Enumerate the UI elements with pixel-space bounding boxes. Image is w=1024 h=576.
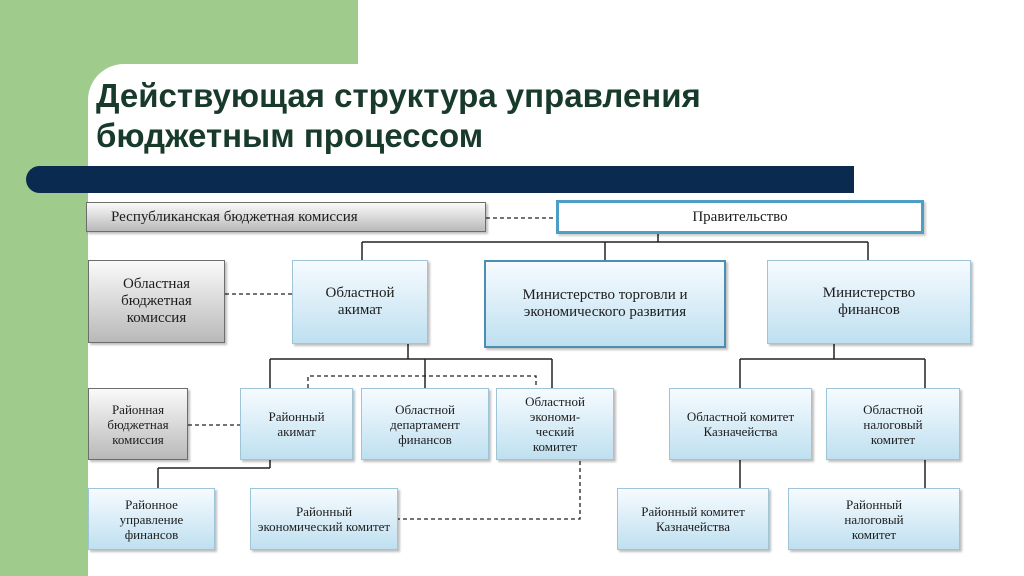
republic-budget-commission: Республиканская бюджетная комиссия	[86, 202, 486, 232]
district-finance-label: Районное управление финансов	[119, 496, 184, 542]
republic-commission-label: Республиканская бюджетная комиссия	[111, 209, 358, 225]
district-akimat: Районный акимат	[240, 388, 353, 460]
regional-tax-label: Областной налоговый комитет	[863, 401, 923, 447]
regional-finance-dept-label: Областной департамент финансов	[390, 401, 460, 447]
ministry-trade-label: Министерство торговли и экономического р…	[522, 287, 688, 320]
regional-commission-label: Областная бюджетная комиссия	[121, 276, 192, 326]
regional-finance-department: Областной департамент финансов	[361, 388, 489, 460]
regional-budget-commission: Областная бюджетная комиссия	[88, 260, 225, 343]
regional-treasury-label: Областной комитет Казначейства	[686, 409, 795, 439]
district-treasury-label: Районный комитет Казначейства	[641, 504, 745, 534]
government-inner: Правительство	[559, 203, 921, 231]
dash-econ-to-district	[398, 461, 581, 520]
district-economic-label: Районный экономический комитет	[257, 504, 391, 534]
ministry-finance-label: Министерство финансов	[822, 285, 916, 318]
regional-akimat: Областной акимат	[292, 260, 428, 344]
district-finance-department: Районное управление финансов	[88, 488, 215, 550]
district-commission-label: Районная бюджетная комиссия	[107, 401, 169, 447]
district-akimat-label: Районный акимат	[268, 409, 325, 439]
district-budget-commission: Районная бюджетная комиссия	[88, 388, 188, 460]
ministry-finance: Министерство финансов	[767, 260, 971, 344]
district-tax-label: Районный налоговый комитет	[844, 496, 904, 542]
district-tax-committee: Районный налоговый комитет	[788, 488, 960, 550]
title-line-2: бюджетным процессом	[96, 117, 484, 154]
dash-akimat-loop	[307, 375, 537, 388]
government-label: Правительство	[692, 208, 788, 225]
regional-economic-committee: Областной экономи-ческий комитет	[496, 388, 614, 460]
title-underline-bar	[26, 166, 854, 193]
slide-title: Действующая структура управления бюджетн…	[96, 76, 996, 156]
title-line-1: Действующая структура управления	[96, 77, 701, 114]
government-box: Правительство	[556, 200, 924, 234]
district-economic-committee: Районный экономический комитет	[250, 488, 398, 550]
regional-treasury-committee: Областной комитет Казначейства	[669, 388, 812, 460]
regional-tax-committee: Областной налоговый комитет	[826, 388, 960, 460]
district-treasury-committee: Районный комитет Казначейства	[617, 488, 769, 550]
ministry-trade-economic: Министерство торговли и экономического р…	[484, 260, 726, 348]
regional-economic-label: Областной экономи-ческий комитет	[525, 394, 585, 454]
regional-akimat-label: Областной акимат	[325, 285, 395, 318]
